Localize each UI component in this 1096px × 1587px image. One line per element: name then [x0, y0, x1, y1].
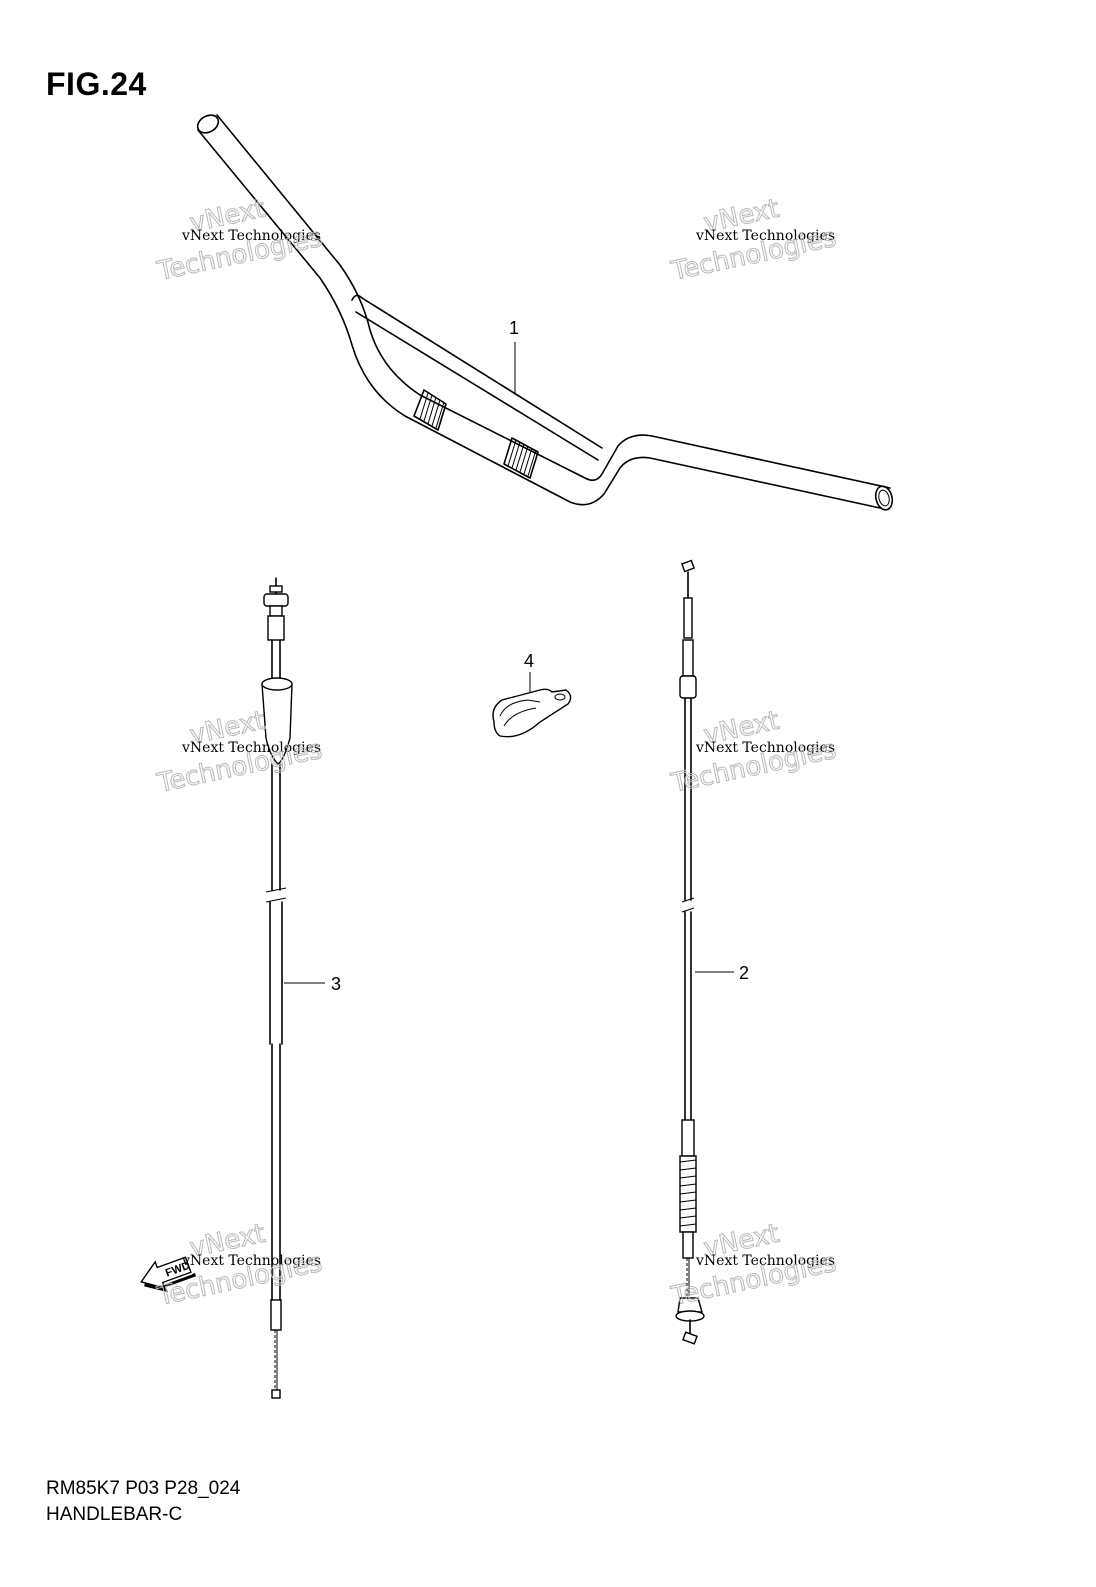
watermark-4: vNext vNext Technologies Technologies — [668, 705, 840, 799]
cable-part-3: 3 — [261, 577, 341, 1399]
callout-4: 4 — [524, 651, 534, 671]
callout-3: 3 — [331, 974, 341, 994]
callout-1: 1 — [509, 318, 519, 338]
svg-text:vNext Technologies: vNext Technologies — [181, 228, 321, 244]
callout-2: 2 — [739, 963, 749, 983]
svg-text:vNext Technologies: vNext Technologies — [695, 1253, 835, 1269]
clamp-part-4: 4 — [492, 651, 572, 738]
svg-text:vNext Technologies: vNext Technologies — [695, 228, 835, 244]
adjuster-thread — [679, 1155, 697, 1233]
fwd-arrow-icon: FWD — [140, 1256, 197, 1293]
svg-text:vNext Technologies: vNext Technologies — [181, 740, 321, 756]
figure-title: FIG.24 — [46, 66, 147, 102]
model-code: RM85K7 P03 P28_024 — [46, 1478, 241, 1499]
watermark-6: vNext vNext Technologies Technologies — [668, 1218, 840, 1312]
knurl-right — [503, 437, 539, 479]
knurl-left — [413, 389, 447, 431]
watermark-3: vNext vNext Technologies Technologies — [154, 705, 326, 799]
handlebar-part: 1 — [196, 114, 894, 511]
svg-text:vNext Technologies: vNext Technologies — [695, 740, 835, 756]
svg-text:vNext Technologies: vNext Technologies — [181, 1253, 321, 1269]
watermark-1: vNext vNext Technologies Technologies — [154, 193, 326, 287]
watermark-2: vNext vNext Technologies Technologies — [668, 193, 840, 287]
figure-caption: HANDLEBAR-C — [46, 1504, 183, 1525]
cable-part-2: 2 — [675, 559, 749, 1345]
